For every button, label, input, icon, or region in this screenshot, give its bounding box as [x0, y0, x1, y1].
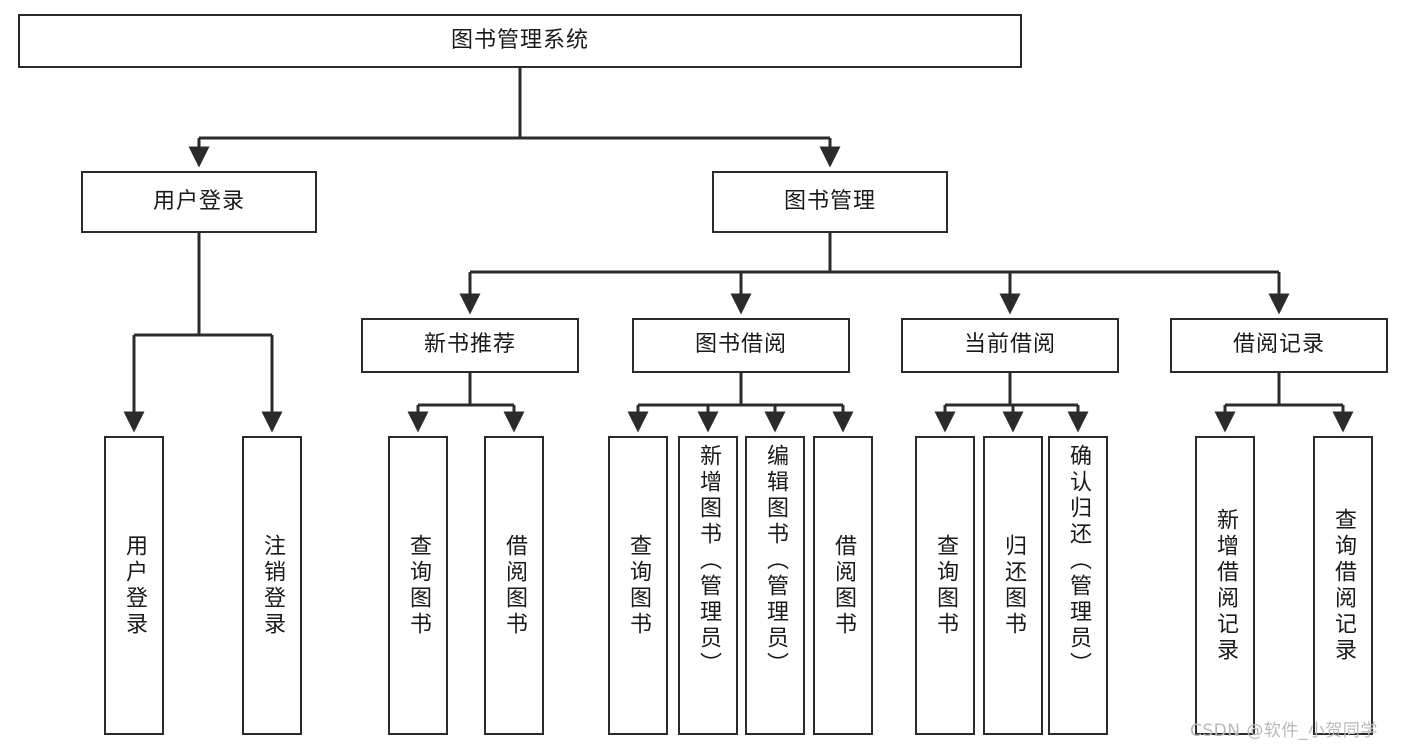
node-leaf-confirm-return-admin-label: 确认归还（管理员）	[1066, 444, 1091, 678]
node-root[interactable]: 图书管理系统	[18, 14, 1022, 68]
node-book-borrow[interactable]: 图书借阅	[632, 318, 850, 373]
node-current-borrow-label: 当前借阅	[963, 332, 1056, 358]
node-leaf-borrow-book-1-label: 借阅图书	[502, 533, 527, 638]
node-leaf-logout-login-label: 注销登录	[260, 533, 285, 638]
node-leaf-query-borrow-record-label: 查询借阅记录	[1331, 507, 1356, 664]
node-new-book-recommend[interactable]: 新书推荐	[361, 318, 579, 373]
node-leaf-add-borrow-record[interactable]: 新增借阅记录	[1195, 436, 1255, 735]
node-leaf-borrow-book-2[interactable]: 借阅图书	[813, 436, 873, 735]
node-leaf-user-login-label: 用户登录	[122, 533, 147, 638]
node-leaf-edit-book-admin-label: 编辑图书（管理员）	[763, 444, 788, 678]
node-borrow-record-label: 借阅记录	[1232, 332, 1325, 358]
node-leaf-logout-login[interactable]: 注销登录	[242, 436, 302, 735]
node-leaf-return-book-label: 归还图书	[1001, 533, 1026, 638]
node-leaf-query-book-3-label: 查询图书	[933, 533, 958, 638]
node-book-manage-label: 图书管理	[783, 188, 876, 214]
watermark-text: CSDN @软件_小贺同学	[1190, 721, 1378, 741]
node-borrow-record[interactable]: 借阅记录	[1170, 318, 1388, 373]
node-leaf-edit-book-admin[interactable]: 编辑图书（管理员）	[745, 436, 805, 735]
node-leaf-borrow-book-2-label: 借阅图书	[831, 533, 856, 638]
node-leaf-add-borrow-record-label: 新增借阅记录	[1213, 507, 1238, 664]
node-new-book-recommend-label: 新书推荐	[423, 332, 516, 358]
node-leaf-query-book-1[interactable]: 查询图书	[388, 436, 448, 735]
node-root-label: 图书管理系统	[450, 27, 589, 53]
node-leaf-borrow-book-1[interactable]: 借阅图书	[484, 436, 544, 735]
node-leaf-confirm-return-admin[interactable]: 确认归还（管理员）	[1048, 436, 1108, 735]
node-leaf-query-book-1-label: 查询图书	[406, 533, 431, 638]
node-current-borrow[interactable]: 当前借阅	[901, 318, 1119, 373]
node-leaf-query-book-2-label: 查询图书	[626, 533, 651, 638]
node-book-manage[interactable]: 图书管理	[712, 171, 948, 233]
node-leaf-user-login[interactable]: 用户登录	[104, 436, 164, 735]
node-leaf-return-book[interactable]: 归还图书	[983, 436, 1043, 735]
node-user-login-label: 用户登录	[152, 188, 245, 214]
node-book-borrow-label: 图书借阅	[694, 332, 787, 358]
node-user-login[interactable]: 用户登录	[81, 171, 317, 233]
node-leaf-add-book-admin[interactable]: 新增图书（管理员）	[678, 436, 738, 735]
node-leaf-add-book-admin-label: 新增图书（管理员）	[696, 444, 721, 678]
node-leaf-query-borrow-record[interactable]: 查询借阅记录	[1313, 436, 1373, 735]
node-leaf-query-book-3[interactable]: 查询图书	[915, 436, 975, 735]
node-leaf-query-book-2[interactable]: 查询图书	[608, 436, 668, 735]
